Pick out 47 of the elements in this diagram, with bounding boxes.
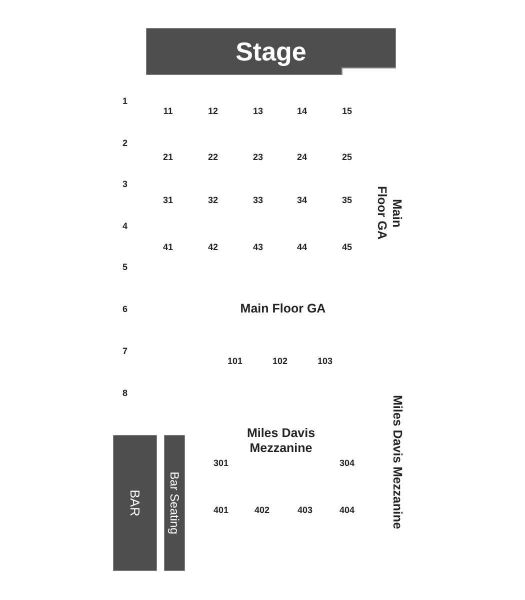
row-number: 5 [122,262,128,272]
table-number: 404 [339,505,355,515]
section-label: Miles Davis Mezzanine [246,426,316,456]
table-number: 15 [342,106,352,116]
table-number: 44 [297,242,307,252]
table-number: 12 [208,106,218,116]
table-number: 401 [213,505,229,515]
row-number: 3 [122,179,128,189]
section-label: Main Floor GA [374,185,404,242]
table-number: 21 [163,152,173,162]
table-number: 25 [342,152,352,162]
table-number: 13 [253,106,263,116]
stage-block [146,28,396,75]
area-label: Stage [236,36,306,67]
table-number: 11 [163,106,173,116]
row-number: 7 [122,346,128,356]
bar-block [113,435,157,571]
bar-seating-block [164,435,185,571]
section-label: Miles Davis Mezzanine [390,394,404,530]
row-number: 4 [122,221,128,231]
table-number: 101 [227,356,243,366]
table-number: 24 [297,152,307,162]
table-number: 304 [339,458,355,468]
table-number: 403 [297,505,313,515]
section-label: Main Floor GA [240,302,326,316]
table-number: 14 [297,106,307,116]
table-number: 32 [208,195,218,205]
table-number: 41 [163,242,173,252]
table-number: 23 [253,152,263,162]
table-number: 43 [253,242,263,252]
table-number: 301 [213,458,229,468]
table-number: 402 [254,505,270,515]
table-number: 42 [208,242,218,252]
table-number: 22 [208,152,218,162]
row-number: 1 [122,96,128,106]
table-number: 33 [253,195,263,205]
table-number: 31 [163,195,173,205]
area-label: Bar Seating [168,472,182,534]
area-label: BAR [128,490,142,516]
table-number: 35 [342,195,352,205]
table-number: 45 [342,242,352,252]
row-number: 8 [122,388,128,398]
table-number: 103 [317,356,333,366]
table-number: 102 [272,356,288,366]
row-number: 6 [122,304,128,314]
table-number: 34 [297,195,307,205]
row-number: 2 [122,138,128,148]
